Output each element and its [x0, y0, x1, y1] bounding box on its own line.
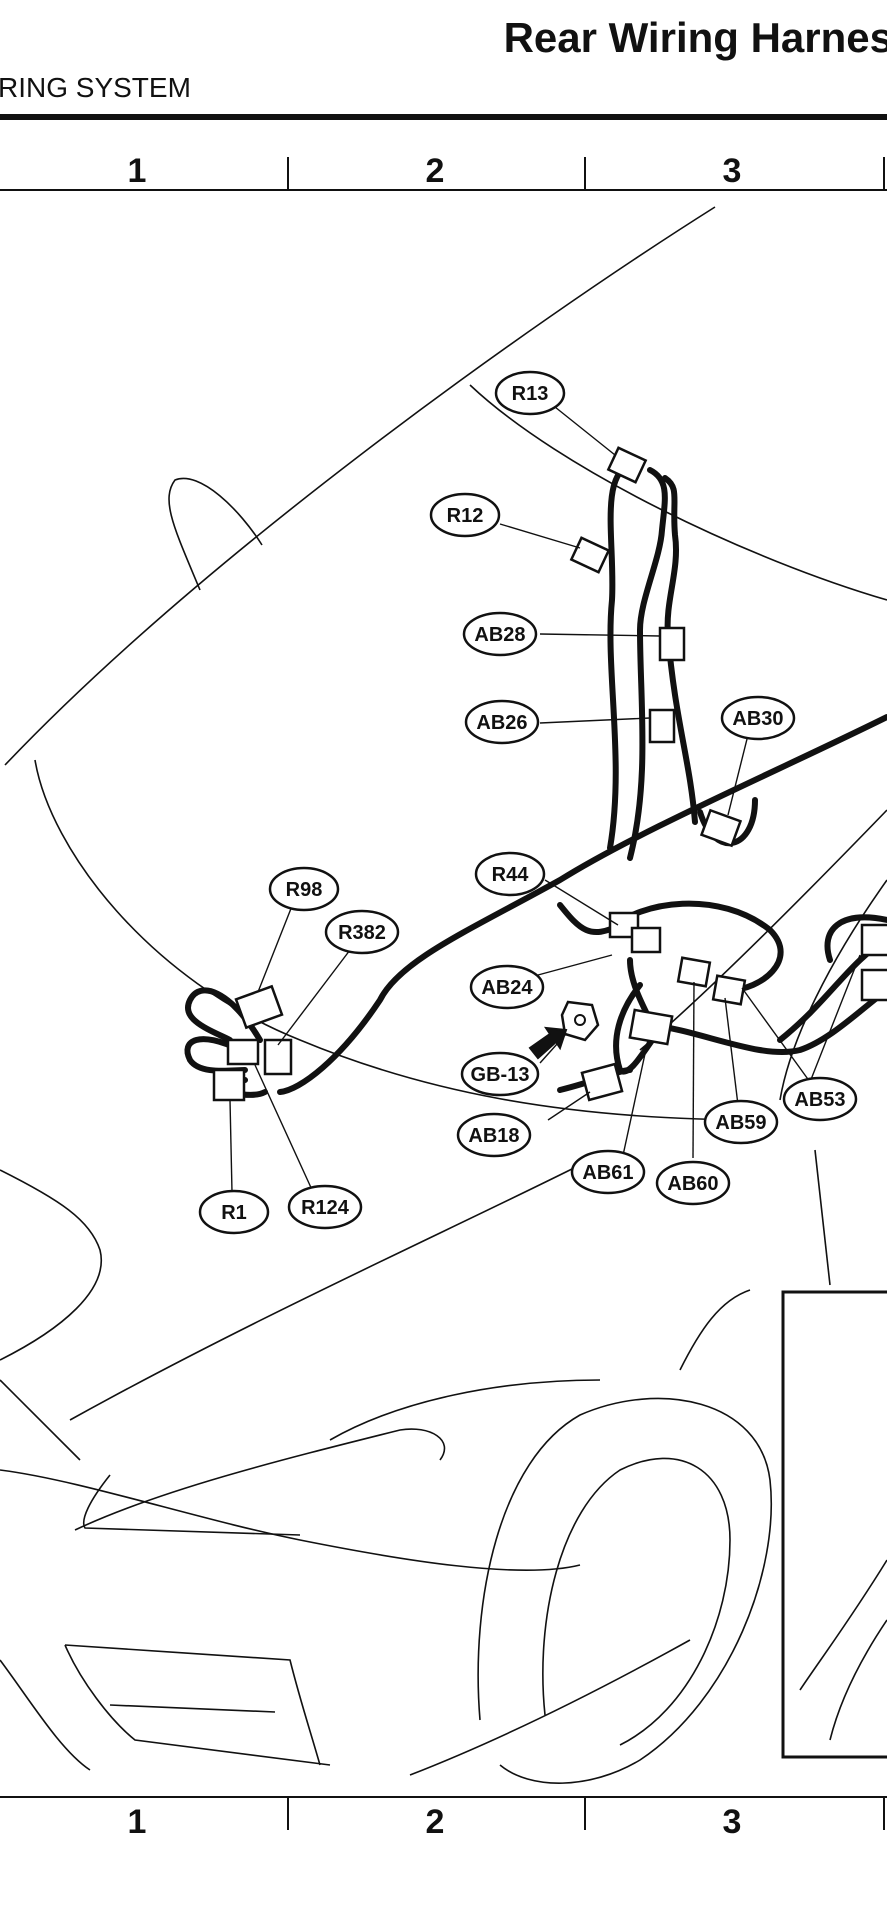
- connector-r98-body: [234, 984, 284, 1030]
- main-harness: [184, 462, 887, 1098]
- connector-ab60-body: [676, 956, 712, 988]
- vehicle-outline: [0, 206, 887, 1784]
- connector-ab59-body: [711, 974, 747, 1006]
- connector-label-ab30: AB30: [732, 708, 783, 730]
- connector-r382-body: [263, 1038, 293, 1076]
- connector-label-ab59: AB59: [715, 1112, 766, 1134]
- connector-r124-body: [226, 1038, 260, 1066]
- connector-ab28-body: [658, 626, 686, 662]
- connector-label-ab24: AB24: [481, 977, 533, 999]
- connector-r1-body: [212, 1068, 246, 1102]
- bottom-column-label: 2: [426, 1803, 445, 1841]
- page-title: Rear Wiring Harnes: [503, 14, 887, 61]
- label-r44: R44: [474, 851, 546, 897]
- section-subtitle: RING SYSTEM: [0, 72, 191, 103]
- label-ab61: AB61: [570, 1149, 646, 1195]
- connector-label-ab60: AB60: [667, 1173, 718, 1195]
- connector-label-ab61: AB61: [582, 1162, 633, 1184]
- label-ab53: AB53: [782, 1076, 858, 1122]
- arrow-icon: [528, 1026, 568, 1060]
- connector-label-r12: R12: [447, 505, 484, 527]
- connector-labels: R13 R12 AB28 AB26 AB30 R44: [198, 370, 858, 1235]
- inset-detail: [799, 1559, 887, 1741]
- connector-ab26-body: [648, 708, 676, 744]
- leader-lines: [229, 406, 861, 1193]
- connector-label-r1: R1: [221, 1202, 247, 1224]
- label-ab60: AB60: [655, 1160, 731, 1206]
- label-r13: R13: [494, 370, 566, 416]
- connector-r44-body-b: [630, 926, 662, 954]
- connector-label-r13: R13: [512, 383, 549, 405]
- top-column-label: 3: [723, 152, 742, 190]
- ground-point-gb13: [528, 1000, 600, 1060]
- connector-ab53-body-a: [860, 923, 887, 957]
- connector-r12-body: [569, 536, 611, 574]
- label-ab59: AB59: [703, 1099, 779, 1145]
- connector-label-r382: R382: [338, 922, 386, 944]
- top-grid-bar: 1 2 3: [0, 152, 887, 191]
- connector-label-r124: R124: [301, 1197, 350, 1219]
- label-r124: R124: [287, 1184, 363, 1230]
- connector-label-r98: R98: [286, 879, 323, 901]
- connector-r13-body: [606, 446, 648, 484]
- label-ab18: AB18: [456, 1112, 532, 1158]
- bottom-grid-bar: 1 2 3: [0, 1796, 887, 1841]
- top-column-label: 2: [426, 152, 445, 190]
- inset-frame: [781, 1290, 887, 1759]
- connector-label-ab18: AB18: [468, 1125, 519, 1147]
- connector-label-gb13: GB-13: [471, 1064, 530, 1086]
- connector-ab18-body: [580, 1062, 624, 1102]
- connector-bodies: [212, 446, 887, 1102]
- connector-ab30-body: [699, 808, 743, 848]
- bottom-column-label: 3: [723, 1803, 742, 1841]
- label-ab26: AB26: [464, 699, 540, 745]
- connector-label-ab53: AB53: [794, 1089, 845, 1111]
- label-ab24: AB24: [469, 964, 545, 1010]
- label-r12: R12: [429, 492, 501, 538]
- connector-ab61-body: [628, 1008, 674, 1046]
- top-column-label: 1: [128, 152, 147, 190]
- bottom-column-label: 1: [128, 1803, 147, 1841]
- connector-label-ab26: AB26: [476, 712, 527, 734]
- label-gb13: GB-13: [460, 1051, 540, 1097]
- label-ab30: AB30: [720, 695, 796, 741]
- label-ab28: AB28: [462, 611, 538, 657]
- label-r1: R1: [198, 1189, 270, 1235]
- connector-label-ab28: AB28: [474, 624, 525, 646]
- connector-ab53-body-b: [860, 968, 887, 1002]
- connector-label-r44: R44: [492, 864, 530, 886]
- label-r382: R382: [324, 909, 400, 955]
- label-r98: R98: [268, 866, 340, 912]
